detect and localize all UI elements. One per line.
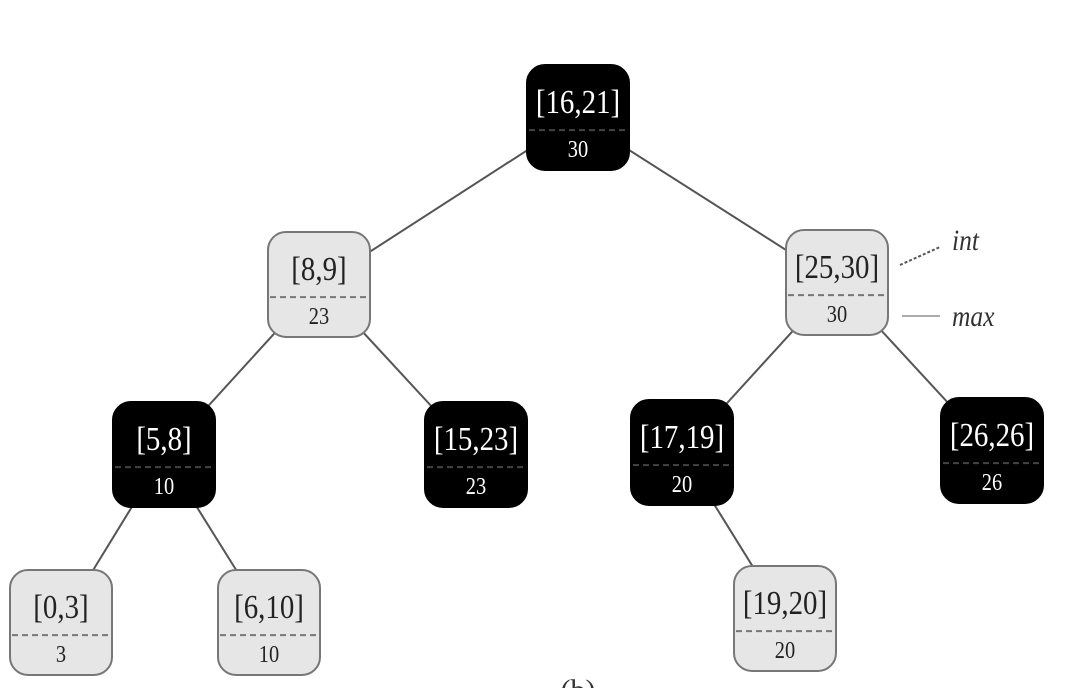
tree-node: [26,26] 26 bbox=[940, 397, 1044, 504]
node-interval: [16,21] bbox=[536, 83, 620, 121]
node-box bbox=[267, 231, 371, 338]
node-interval: [5,8] bbox=[136, 420, 191, 458]
node-box bbox=[9, 569, 113, 676]
node-max: 26 bbox=[982, 468, 1002, 495]
node-max: 23 bbox=[466, 472, 486, 499]
node-box bbox=[526, 64, 630, 171]
tree-node: [0,3] 3 bbox=[9, 569, 113, 676]
node-interval: [0,3] bbox=[33, 588, 88, 626]
node-box bbox=[424, 401, 528, 508]
legend-int-label: int bbox=[952, 224, 980, 257]
node-box bbox=[630, 399, 734, 506]
node-max: 3 bbox=[56, 640, 66, 667]
legend: int max bbox=[899, 224, 995, 334]
node-box bbox=[785, 229, 889, 336]
node-max: 30 bbox=[827, 300, 847, 327]
node-interval: [15,23] bbox=[434, 420, 518, 458]
node-max: 10 bbox=[259, 640, 279, 667]
node-box bbox=[217, 569, 321, 676]
legend-max-label: max bbox=[952, 300, 995, 333]
node-box bbox=[112, 401, 216, 508]
tree-node: [19,20] 20 bbox=[733, 565, 837, 672]
node-interval: [6,10] bbox=[234, 588, 304, 626]
node-max: 30 bbox=[568, 135, 588, 162]
node-max: 10 bbox=[154, 472, 174, 499]
node-max: 20 bbox=[775, 636, 795, 663]
legend-int-line bbox=[899, 246, 941, 266]
node-interval: [19,20] bbox=[743, 584, 827, 622]
node-max: 23 bbox=[309, 302, 329, 329]
tree-edges bbox=[60, 116, 993, 624]
tree-node: [5,8] 10 bbox=[112, 401, 216, 508]
node-max: 20 bbox=[672, 470, 692, 497]
tree-node: [15,23] 23 bbox=[424, 401, 528, 508]
node-interval: [8,9] bbox=[291, 250, 346, 288]
tree-node: [8,9] 23 bbox=[267, 231, 371, 338]
tree-nodes: [16,21] 30 [8,9] 23 [25,30] 30 [5,8] 10 [15,23] 2… bbox=[9, 64, 1044, 676]
tree-node: [16,21] 30 bbox=[526, 64, 630, 171]
node-interval: [26,26] bbox=[950, 416, 1034, 454]
tree-node: [25,30] 30 bbox=[785, 229, 889, 336]
node-box bbox=[940, 397, 1044, 504]
node-interval: [17,19] bbox=[640, 418, 724, 456]
node-interval: [25,30] bbox=[795, 248, 879, 286]
tree-node: [17,19] 20 bbox=[630, 399, 734, 506]
tree-node: [6,10] 10 bbox=[217, 569, 321, 676]
node-box bbox=[733, 565, 837, 672]
figure-caption: (b) bbox=[561, 674, 596, 688]
